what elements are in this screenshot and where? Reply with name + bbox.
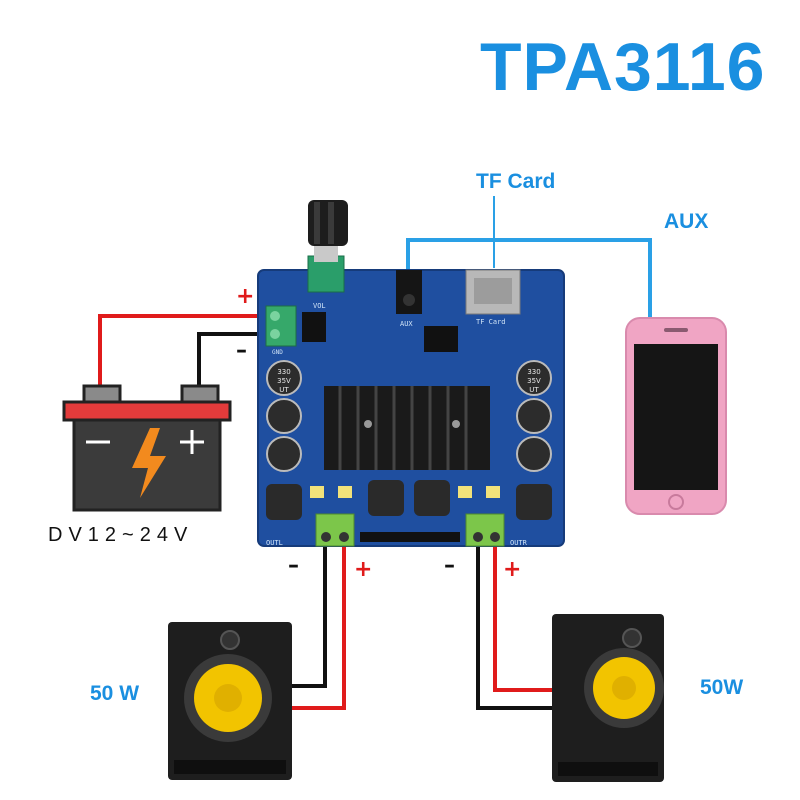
cap-voltage-right: 35V: [527, 377, 541, 385]
amplifier-board: [257, 200, 565, 547]
right-output-terminal: [465, 513, 505, 547]
outl-minus-mark: –: [288, 553, 299, 578]
power-minus-mark: –: [236, 338, 247, 363]
volume-knob-icon: [307, 200, 348, 293]
silkscreen-gnd: GND: [272, 349, 283, 356]
aux-cable: [406, 238, 652, 322]
aux-label: AUX: [664, 210, 709, 233]
outr-minus-mark: –: [444, 553, 455, 578]
right-speaker-icon: [552, 614, 664, 782]
right-speaker-negative-wire: [476, 540, 552, 710]
tf-card-label: TF Card: [476, 170, 556, 193]
capacitors-right: [516, 360, 552, 472]
power-positive-wire: [98, 314, 274, 408]
battery-icon: [62, 384, 232, 512]
aux-jack: [396, 270, 422, 314]
capacitors-left: [266, 360, 302, 472]
power-terminal: [265, 305, 297, 347]
right-speaker-positive-wire: [493, 540, 552, 692]
outr-plus-mark: +: [503, 557, 522, 582]
power-negative-wire: [197, 332, 274, 408]
cap-series-left: UT: [279, 386, 289, 394]
cap-value-left: 330: [277, 368, 290, 376]
left-speaker-negative-wire: [292, 540, 327, 688]
silkscreen-aux: AUX: [400, 320, 413, 328]
diagram-title: TPA3116: [480, 29, 766, 105]
cap-voltage-left: 35V: [277, 377, 291, 385]
cap-series-right: UT: [529, 386, 539, 394]
heatsink: [324, 386, 490, 470]
left-output-terminal: [315, 513, 355, 547]
silkscreen-vol: VOL: [313, 302, 326, 310]
cap-value-right: 330: [527, 368, 540, 376]
left-speaker-power-label: 50 W: [90, 682, 140, 705]
power-plus-mark: +: [236, 284, 255, 309]
inductors: [266, 480, 552, 520]
silkscreen-outr: OUTR: [510, 539, 528, 547]
left-speaker-icon: [168, 622, 292, 780]
silkscreen-tf-card: TF Card: [476, 318, 506, 326]
outl-plus-mark: +: [354, 557, 373, 582]
smartphone-icon: [625, 317, 727, 515]
left-speaker-positive-wire: [292, 540, 346, 710]
silkscreen-outl: OUTL: [266, 539, 283, 547]
voltage-label: DV12~24V: [48, 524, 194, 546]
right-speaker-power-label: 50W: [700, 676, 744, 699]
